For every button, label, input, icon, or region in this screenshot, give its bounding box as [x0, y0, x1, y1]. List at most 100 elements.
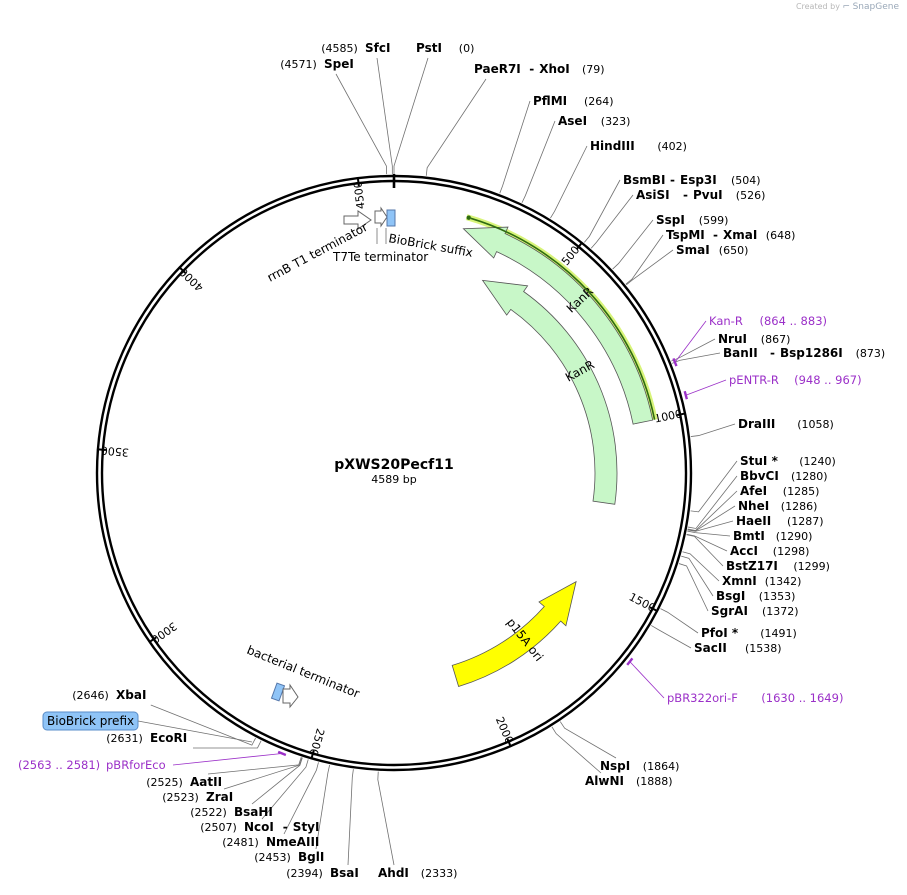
enzyme-site-stui[interactable]: StuI *(1240): [740, 454, 836, 468]
enzyme-position: (402): [657, 140, 687, 153]
enzyme-position: (1298): [773, 545, 810, 558]
enzyme-site-paer7i[interactable]: PaeR7I-XhoI(79): [474, 62, 605, 76]
enzyme-site-bstz17i[interactable]: BstZ17I(1299): [726, 559, 830, 573]
enzyme-site-acci[interactable]: AccI(1298): [730, 544, 809, 558]
enzyme-site-sacii[interactable]: SacII(1538): [694, 641, 782, 655]
leader-sgrai: [678, 563, 709, 612]
enzyme-site-nspi[interactable]: NspI (1864): [600, 759, 679, 773]
enzyme-position: (1285): [783, 485, 820, 498]
enzyme-position: (79): [582, 63, 605, 76]
enzyme-site-bmti[interactable]: BmtI(1290): [733, 529, 812, 543]
enzyme-site-sspi[interactable]: SspI(599): [656, 213, 728, 227]
enzyme-site-pflmi[interactable]: PflMI(264): [533, 94, 614, 108]
primer-leader-kan-r: [674, 320, 707, 363]
enzyme-name: SgrAI: [711, 604, 748, 618]
enzyme-dash: -: [713, 228, 718, 242]
leader-bmti: [687, 530, 731, 537]
enzyme-name-2: PvuI: [693, 188, 723, 202]
t7te-terminator-label: T7Te terminator: [332, 250, 428, 264]
enzyme-position: (2646): [72, 689, 109, 702]
enzyme-name: BbvCI: [740, 469, 779, 483]
leader-bbvci: [688, 475, 738, 529]
plasmid-name: pXWS20Pecf11: [334, 457, 453, 473]
enzyme-name: PfoI *: [701, 626, 739, 640]
primer-name: Kan-R: [709, 314, 743, 328]
primer-pentr-r[interactable]: pENTR-R (948 .. 967): [729, 373, 862, 387]
enzyme-site-bsahi[interactable]: (2522)BsaHI: [190, 805, 273, 819]
biobrick-suffix-box: [386, 209, 396, 227]
primer-name: pENTR-R: [729, 373, 779, 387]
enzyme-site-haeii[interactable]: HaeII(1287): [736, 514, 824, 528]
enzyme-site-xmni[interactable]: XmnI(1342): [722, 574, 801, 588]
primer-leader-pbr322ori-f: [629, 661, 665, 699]
tick-label-1500: 1500: [627, 590, 658, 615]
enzyme-position: (1353): [759, 590, 796, 603]
enzyme-site-banii[interactable]: BanII-Bsp1286I(873): [723, 346, 885, 360]
primer-pbrforeco[interactable]: (2563 .. 2581)pBRforEco: [18, 758, 166, 772]
enzyme-name: XbaI: [116, 688, 146, 702]
enzyme-position: (599): [699, 214, 729, 227]
leader-aatii: [207, 757, 302, 775]
leader-pflmi: [499, 100, 531, 194]
primer-name: pBRforEco: [106, 758, 166, 772]
kanr-arrow-outer: [462, 226, 654, 425]
enzyme-name: NheI: [738, 499, 769, 513]
enzyme-name-2: Esp3I: [680, 173, 717, 187]
leader-bgli: [315, 764, 331, 850]
tick-4500: [356, 177, 360, 187]
enzyme-site-sfci[interactable]: (4585)SfcI: [321, 41, 390, 55]
enzyme-site-xbai[interactable]: (2646) XbaI: [72, 688, 146, 702]
enzyme-site-smai[interactable]: SmaI(650): [676, 243, 748, 257]
terminator-cluster-top: rrnB T1 terminator T7Te terminator BioBr…: [265, 206, 474, 285]
enzyme-site-bsai[interactable]: (2394)BsaI: [286, 866, 359, 880]
enzyme-site-bsgi[interactable]: BsgI(1353): [716, 589, 795, 603]
p15a-ori-arrow-inner: [451, 580, 577, 687]
enzyme-name: BsmBI: [623, 173, 665, 187]
enzyme-site-ecori[interactable]: (2631)EcoRI: [106, 731, 187, 745]
enzyme-site-nhei[interactable]: NheI(1286): [738, 499, 817, 513]
kanr-selection-head: [466, 215, 471, 220]
enzyme-site-aatii[interactable]: (2525)AatII: [146, 775, 222, 789]
primer-pbr322ori-f[interactable]: pBR322ori-F(1630 .. 1649): [667, 691, 843, 705]
leader-ncoi: [261, 759, 309, 820]
enzyme-site-sgrai[interactable]: SgrAI (1372): [711, 604, 799, 618]
snapgene-logo-icon: ⌐: [842, 2, 851, 12]
enzyme-site-asisi[interactable]: AsiSI-PvuI(526): [636, 188, 765, 202]
enzyme-site-nrui[interactable]: NruI(867): [718, 332, 790, 346]
enzyme-position: (1290): [776, 530, 813, 543]
primer-range: (1630 .. 1649): [761, 691, 843, 705]
enzyme-site-pfoi[interactable]: PfoI *(1491): [701, 626, 797, 640]
enzyme-position: (1864): [643, 760, 680, 773]
enzyme-name: NspI: [600, 759, 630, 773]
enzyme-name: AsiSI: [636, 188, 670, 202]
enzyme-name: TspMI: [666, 228, 705, 242]
enzyme-site-spei[interactable]: (4571)SpeI: [280, 57, 354, 71]
enzyme-position: (1372): [762, 605, 799, 618]
enzyme-site-ahdi[interactable]: AhdI(2333): [378, 866, 457, 880]
enzyme-position: (2523): [162, 791, 199, 804]
primer-range: (948 .. 967): [794, 373, 862, 387]
enzyme-site-zrai[interactable]: (2523)ZraI: [162, 790, 233, 804]
biobrick-prefix: BioBrick prefix: [42, 711, 253, 743]
enzyme-site-alwni[interactable]: AlwNI(1888): [585, 774, 673, 788]
enzyme-site-psti[interactable]: PstI(0): [416, 41, 474, 55]
enzyme-site-ncoi[interactable]: (2507)NcoI-StyI: [200, 820, 319, 834]
leader-sacii: [651, 625, 692, 649]
enzyme-site-asei[interactable]: AseI(323): [558, 114, 630, 128]
enzyme-site-hindiii[interactable]: HindIII(402): [590, 139, 687, 153]
leader-ecori: [192, 740, 262, 749]
bacterial-terminator-box: [270, 682, 286, 702]
primer-kan-r[interactable]: Kan-R(864 .. 883): [709, 314, 827, 328]
enzyme-site-bbvci[interactable]: BbvCI(1280): [740, 469, 828, 483]
leader-bsmbi: [584, 179, 621, 243]
enzyme-site-tspmi[interactable]: TspMI-XmaI(648): [666, 228, 795, 242]
leader-bsahi: [251, 757, 303, 805]
enzyme-name: AatII: [190, 775, 222, 789]
enzyme-name-2: StyI: [293, 820, 320, 834]
enzyme-site-draiii[interactable]: DraIII(1058): [738, 417, 834, 431]
enzyme-site-bgli[interactable]: (2453)BglI: [254, 850, 324, 864]
enzyme-site-bsmbi[interactable]: BsmBI-Esp3I(504): [623, 173, 761, 187]
enzyme-name-2: XmaI: [723, 228, 757, 242]
enzyme-site-nmeaiii[interactable]: (2481)NmeAIII: [222, 835, 319, 849]
enzyme-site-afei[interactable]: AfeI(1285): [740, 484, 819, 498]
